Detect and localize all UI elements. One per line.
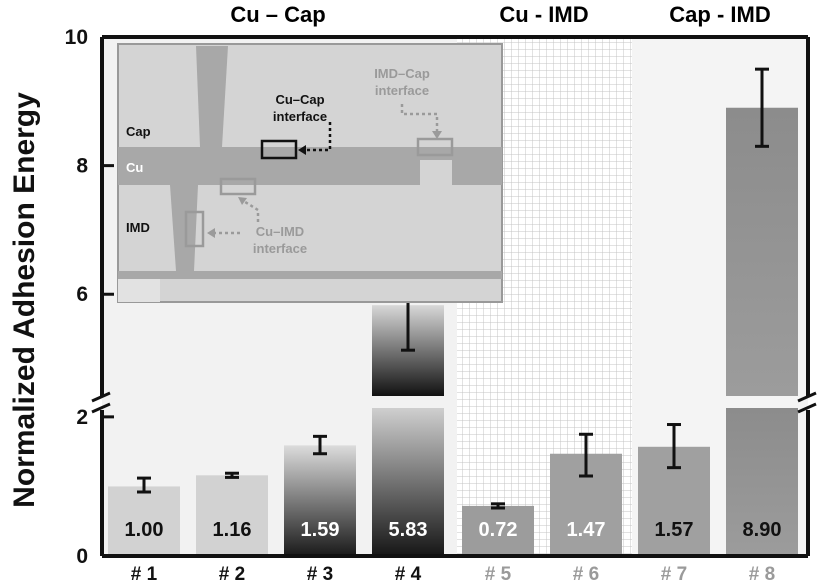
axis-frame (100, 35, 810, 558)
x-tick-label: # 6 (573, 564, 599, 585)
inset-label-cap: Cap (126, 124, 151, 139)
y-axis-label: Normalized Adhesion Energy (8, 92, 41, 508)
group-label-cu-imd: Cu - IMD (499, 2, 588, 27)
y-tick-label: 8 (76, 155, 88, 178)
callout-arrowhead-cu-imd-top (238, 197, 247, 205)
callout-box-cu-imd-top (219, 177, 257, 196)
x-tick-label: # 5 (485, 564, 512, 585)
inset-bottom-corner (118, 279, 160, 302)
bar-value-label: 1.59 (301, 519, 340, 541)
inset-label-cu: Cu (126, 160, 143, 175)
inset-via-top (196, 46, 228, 147)
callout-box-cu-cap (260, 139, 298, 160)
bar-value-label: 8.90 (743, 519, 782, 541)
bar-lower-segment (372, 408, 444, 556)
inset-step (420, 160, 452, 185)
y-tick-label: 2 (76, 406, 88, 429)
bar-upper-segment (726, 107, 798, 396)
callout-arrow-imd-cap (400, 104, 439, 134)
bar-value-label: 1.16 (213, 519, 252, 541)
callout-arrowhead-cu-imd-side (207, 228, 215, 238)
inset-label-imd: IMD (126, 220, 150, 235)
bar-value-label: 0.72 (479, 519, 518, 541)
bar-lower-segment (726, 408, 798, 556)
inset-via-bottom (170, 185, 198, 271)
callout-box-imd-cap (416, 137, 454, 157)
x-tick-label: # 4 (395, 564, 422, 585)
callout-box-cu-imd-side (184, 210, 205, 248)
callout-arrowhead-cu-cap (298, 145, 306, 155)
x-tick-label: # 8 (749, 564, 775, 585)
callout-arrowhead-imd-cap (432, 131, 442, 139)
bar (462, 505, 534, 556)
x-tick-label: # 3 (307, 564, 333, 585)
y-tick-label: 10 (65, 26, 88, 49)
y-tick-label: 6 (76, 283, 88, 306)
group-label-cap-imd: Cap - IMD (669, 2, 770, 27)
bar (284, 445, 356, 556)
x-tick-label: # 7 (661, 564, 687, 585)
bar-value-label: 1.57 (655, 519, 694, 541)
bars-layer: 1.00 # 1 1.16 # 2 1.59 # 3 5.83 # 4 0.72 # 5 1.47 #… (108, 67, 798, 585)
inset-bottom-layer (118, 271, 502, 279)
bar-value-label: 1.00 (125, 519, 164, 541)
group-label-cu-cap: Cu – Cap (230, 2, 325, 27)
bar-value-label: 1.47 (567, 519, 606, 541)
bar (108, 486, 180, 556)
y-axis-ticks: 0 2 6 8 10 (65, 26, 114, 568)
axis-break-marks (91, 391, 817, 414)
bar-value-label: 5.83 (389, 519, 428, 541)
callout-arrow-cu-imd-top (241, 198, 260, 222)
x-tick-label: # 1 (131, 564, 158, 585)
bar (196, 475, 268, 556)
x-tick-label: # 2 (219, 564, 245, 585)
y-tick-label: 0 (76, 545, 88, 568)
